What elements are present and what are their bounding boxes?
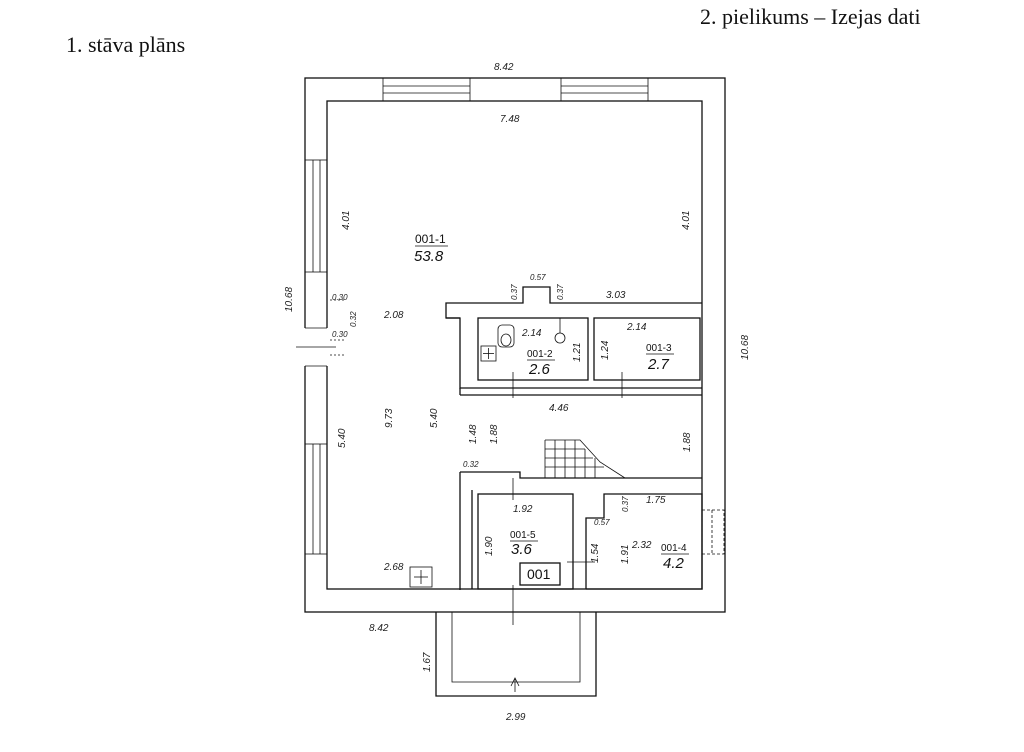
annex-title: 2. pielikums – Izejas dati	[700, 4, 921, 29]
dim-room2-height: 1.21	[572, 343, 583, 362]
hall-symbol	[409, 566, 433, 588]
lower-block	[459, 472, 473, 590]
dim-corridor-148: 1.48	[468, 424, 479, 444]
dim-corridor-188: 1.88	[489, 424, 500, 444]
dim-room3-width: 2.14	[626, 322, 647, 333]
dim-corridor-188-right: 1.88	[682, 432, 693, 452]
dim-right-outer: 10.68	[740, 335, 751, 360]
room-001-3	[593, 317, 701, 398]
dim-niche-width: 0.57	[530, 273, 546, 282]
room-001-2-area: 2.6	[528, 361, 551, 378]
room-001-2-id: 001-2	[527, 349, 553, 360]
dim-hall-width: 2.08	[383, 310, 404, 321]
interior-partitions	[445, 286, 702, 389]
dim-room2-width: 2.14	[521, 328, 542, 339]
dim-room5-width: 1.92	[513, 504, 533, 515]
dim-left-upper: 4.01	[341, 211, 352, 230]
window-left-upper	[304, 159, 328, 273]
floor-plan-title: 1. stāva plāns	[66, 32, 186, 57]
unit-tag-box	[519, 562, 561, 586]
dim-room4-175: 1.75	[646, 495, 666, 506]
room-001-5-id: 001-5	[510, 530, 536, 541]
dim-left-lower: 5.40	[337, 428, 348, 448]
window-top-right	[560, 77, 649, 102]
porch	[435, 612, 597, 697]
dim-door-a: 0.30	[332, 293, 348, 302]
dim-room4-057: 0.57	[594, 518, 610, 527]
dim-small-032: 0.32	[463, 460, 479, 469]
dim-porch-width: 2.99	[505, 712, 526, 723]
room-001-1-id: 001-1	[415, 232, 446, 246]
dim-hall-right: 5.40	[429, 408, 440, 428]
dim-room4-232: 2.32	[631, 540, 652, 551]
dim-hall-268: 2.68	[383, 562, 404, 573]
room-001-5-area: 3.6	[511, 541, 533, 558]
dim-porch-height: 1.67	[422, 652, 433, 672]
window-top-left	[382, 77, 471, 102]
dim-bottom-outer: 8.42	[369, 623, 389, 634]
dim-niche-right: 0.37	[556, 284, 565, 300]
room-001-4	[567, 493, 725, 590]
room-001-3-id: 001-3	[646, 343, 672, 354]
dim-hall-length: 9.73	[384, 408, 395, 428]
dim-right-upper: 4.01	[681, 211, 692, 230]
room-001-2	[477, 317, 589, 398]
room-001-3-area: 2.7	[647, 356, 670, 373]
dim-door-b: 0.32	[349, 311, 358, 327]
dim-wall-303: 3.03	[606, 290, 626, 301]
dim-room4-154: 1.54	[590, 543, 601, 563]
dim-room4-037: 0.37	[621, 496, 630, 512]
stairs	[544, 439, 627, 479]
left-door-opening	[296, 299, 345, 367]
room-001-5	[477, 478, 574, 625]
dim-corridor-width: 4.46	[549, 403, 569, 414]
dim-left-outer: 10.68	[284, 287, 295, 312]
dim-room3-height: 1.24	[600, 340, 611, 360]
dim-niche-left: 0.37	[510, 284, 519, 300]
room-001-1-area: 53.8	[414, 248, 444, 265]
dim-door-c: 0.30	[332, 330, 348, 339]
unit-tag: 001	[527, 566, 551, 582]
dim-room5-height: 1.90	[484, 536, 495, 556]
window-left-lower	[304, 443, 328, 555]
dim-room4-191: 1.91	[620, 545, 631, 564]
room-001-4-id: 001-4	[661, 543, 687, 554]
dim-top-outer: 8.42	[494, 62, 514, 73]
dim-top-inner: 7.48	[500, 114, 520, 125]
room-001-4-area: 4.2	[663, 555, 685, 572]
